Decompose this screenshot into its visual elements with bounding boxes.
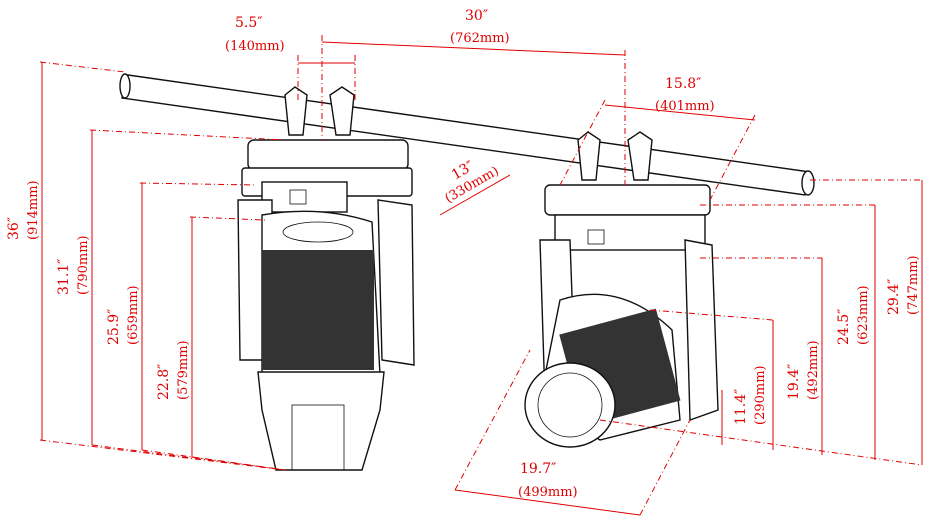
truss-height-mm: (747mm) bbox=[906, 255, 921, 315]
yoke-height-mm: (623mm) bbox=[856, 285, 871, 345]
cooling-fins bbox=[262, 250, 374, 370]
head-height-mm: (579mm) bbox=[176, 340, 191, 400]
fixture-angled-view bbox=[524, 131, 719, 448]
clamp-spacing-mm: (762mm) bbox=[450, 31, 510, 46]
total-height-in: 36″ bbox=[6, 217, 22, 240]
tilt-axis-height-mm: (492mm) bbox=[806, 340, 821, 400]
base-width-mm: (401mm) bbox=[655, 99, 715, 114]
height-below-base-mm: (659mm) bbox=[126, 285, 141, 345]
clamp-width-in: 5.5″ bbox=[235, 15, 263, 31]
lens-diameter-mm: (499mm) bbox=[518, 485, 578, 500]
head-height-in: 22.8″ bbox=[156, 364, 172, 400]
fixture-front-view bbox=[237, 86, 415, 471]
total-height-mm: (914mm) bbox=[26, 180, 41, 240]
height-below-clamp-in: 31.1″ bbox=[56, 259, 72, 295]
dimension-lines bbox=[39, 35, 923, 516]
clamp-width-mm: (140mm) bbox=[225, 39, 285, 54]
lens-axis-height-mm: (290mm) bbox=[753, 365, 768, 425]
truss-height-in: 29.4″ bbox=[886, 279, 902, 315]
lens-axis-height-in: 11.4″ bbox=[733, 389, 749, 425]
height-below-clamp-mm: (790mm) bbox=[76, 235, 91, 295]
tilt-axis-height-in: 19.4″ bbox=[786, 364, 802, 400]
height-below-base-in: 25.9″ bbox=[106, 309, 122, 345]
base-width-in: 15.8″ bbox=[665, 76, 701, 92]
clamp-spacing-in: 30″ bbox=[465, 8, 488, 24]
lens-diameter-in: 19.7″ bbox=[520, 461, 556, 477]
yoke-height-in: 24.5″ bbox=[836, 309, 852, 345]
